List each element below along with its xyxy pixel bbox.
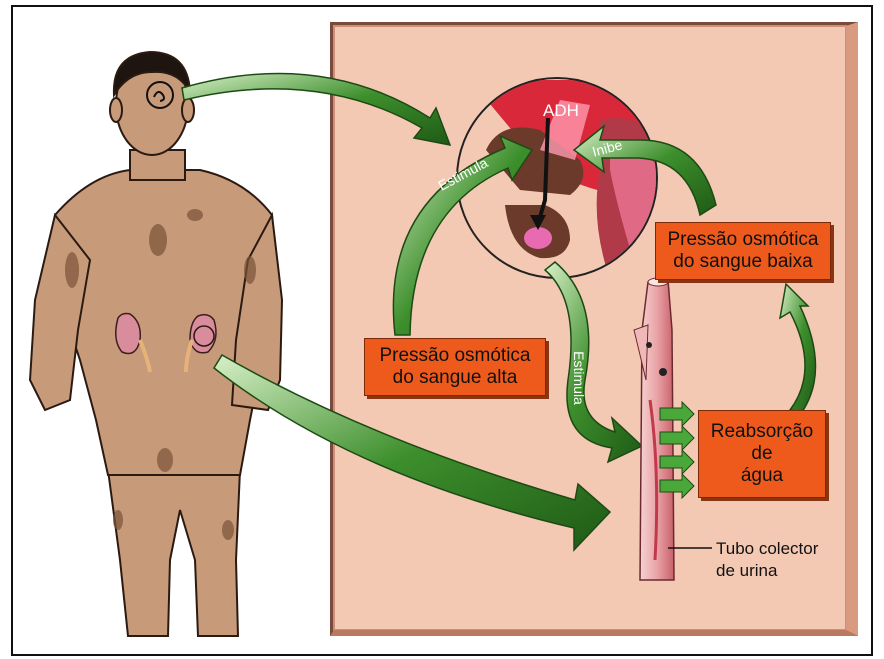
- reabsorption-line2: de: [699, 443, 825, 465]
- reabsorption-line1: Reabsorção: [699, 421, 825, 443]
- low-pressure-line1: Pressão osmótica: [656, 229, 830, 251]
- reabsorption-box: Reabsorção de água: [698, 410, 826, 498]
- high-pressure-line1: Pressão osmótica: [365, 345, 545, 367]
- collector-line1: Tubo colector: [716, 538, 818, 560]
- low-pressure-line2: do sangue baixa: [656, 251, 830, 273]
- human-figure: [30, 52, 282, 636]
- collector-label: Tubo colector de urina: [716, 538, 818, 582]
- stimulates-mid-label: Estimula: [571, 351, 587, 405]
- collector-line2: de urina: [716, 560, 818, 582]
- adh-label: ADH: [543, 101, 579, 121]
- low-pressure-box: Pressão osmótica do sangue baixa: [655, 222, 831, 280]
- reabsorption-line3: água: [699, 465, 825, 487]
- high-pressure-box: Pressão osmótica do sangue alta: [364, 338, 546, 396]
- high-pressure-line2: do sangue alta: [365, 367, 545, 389]
